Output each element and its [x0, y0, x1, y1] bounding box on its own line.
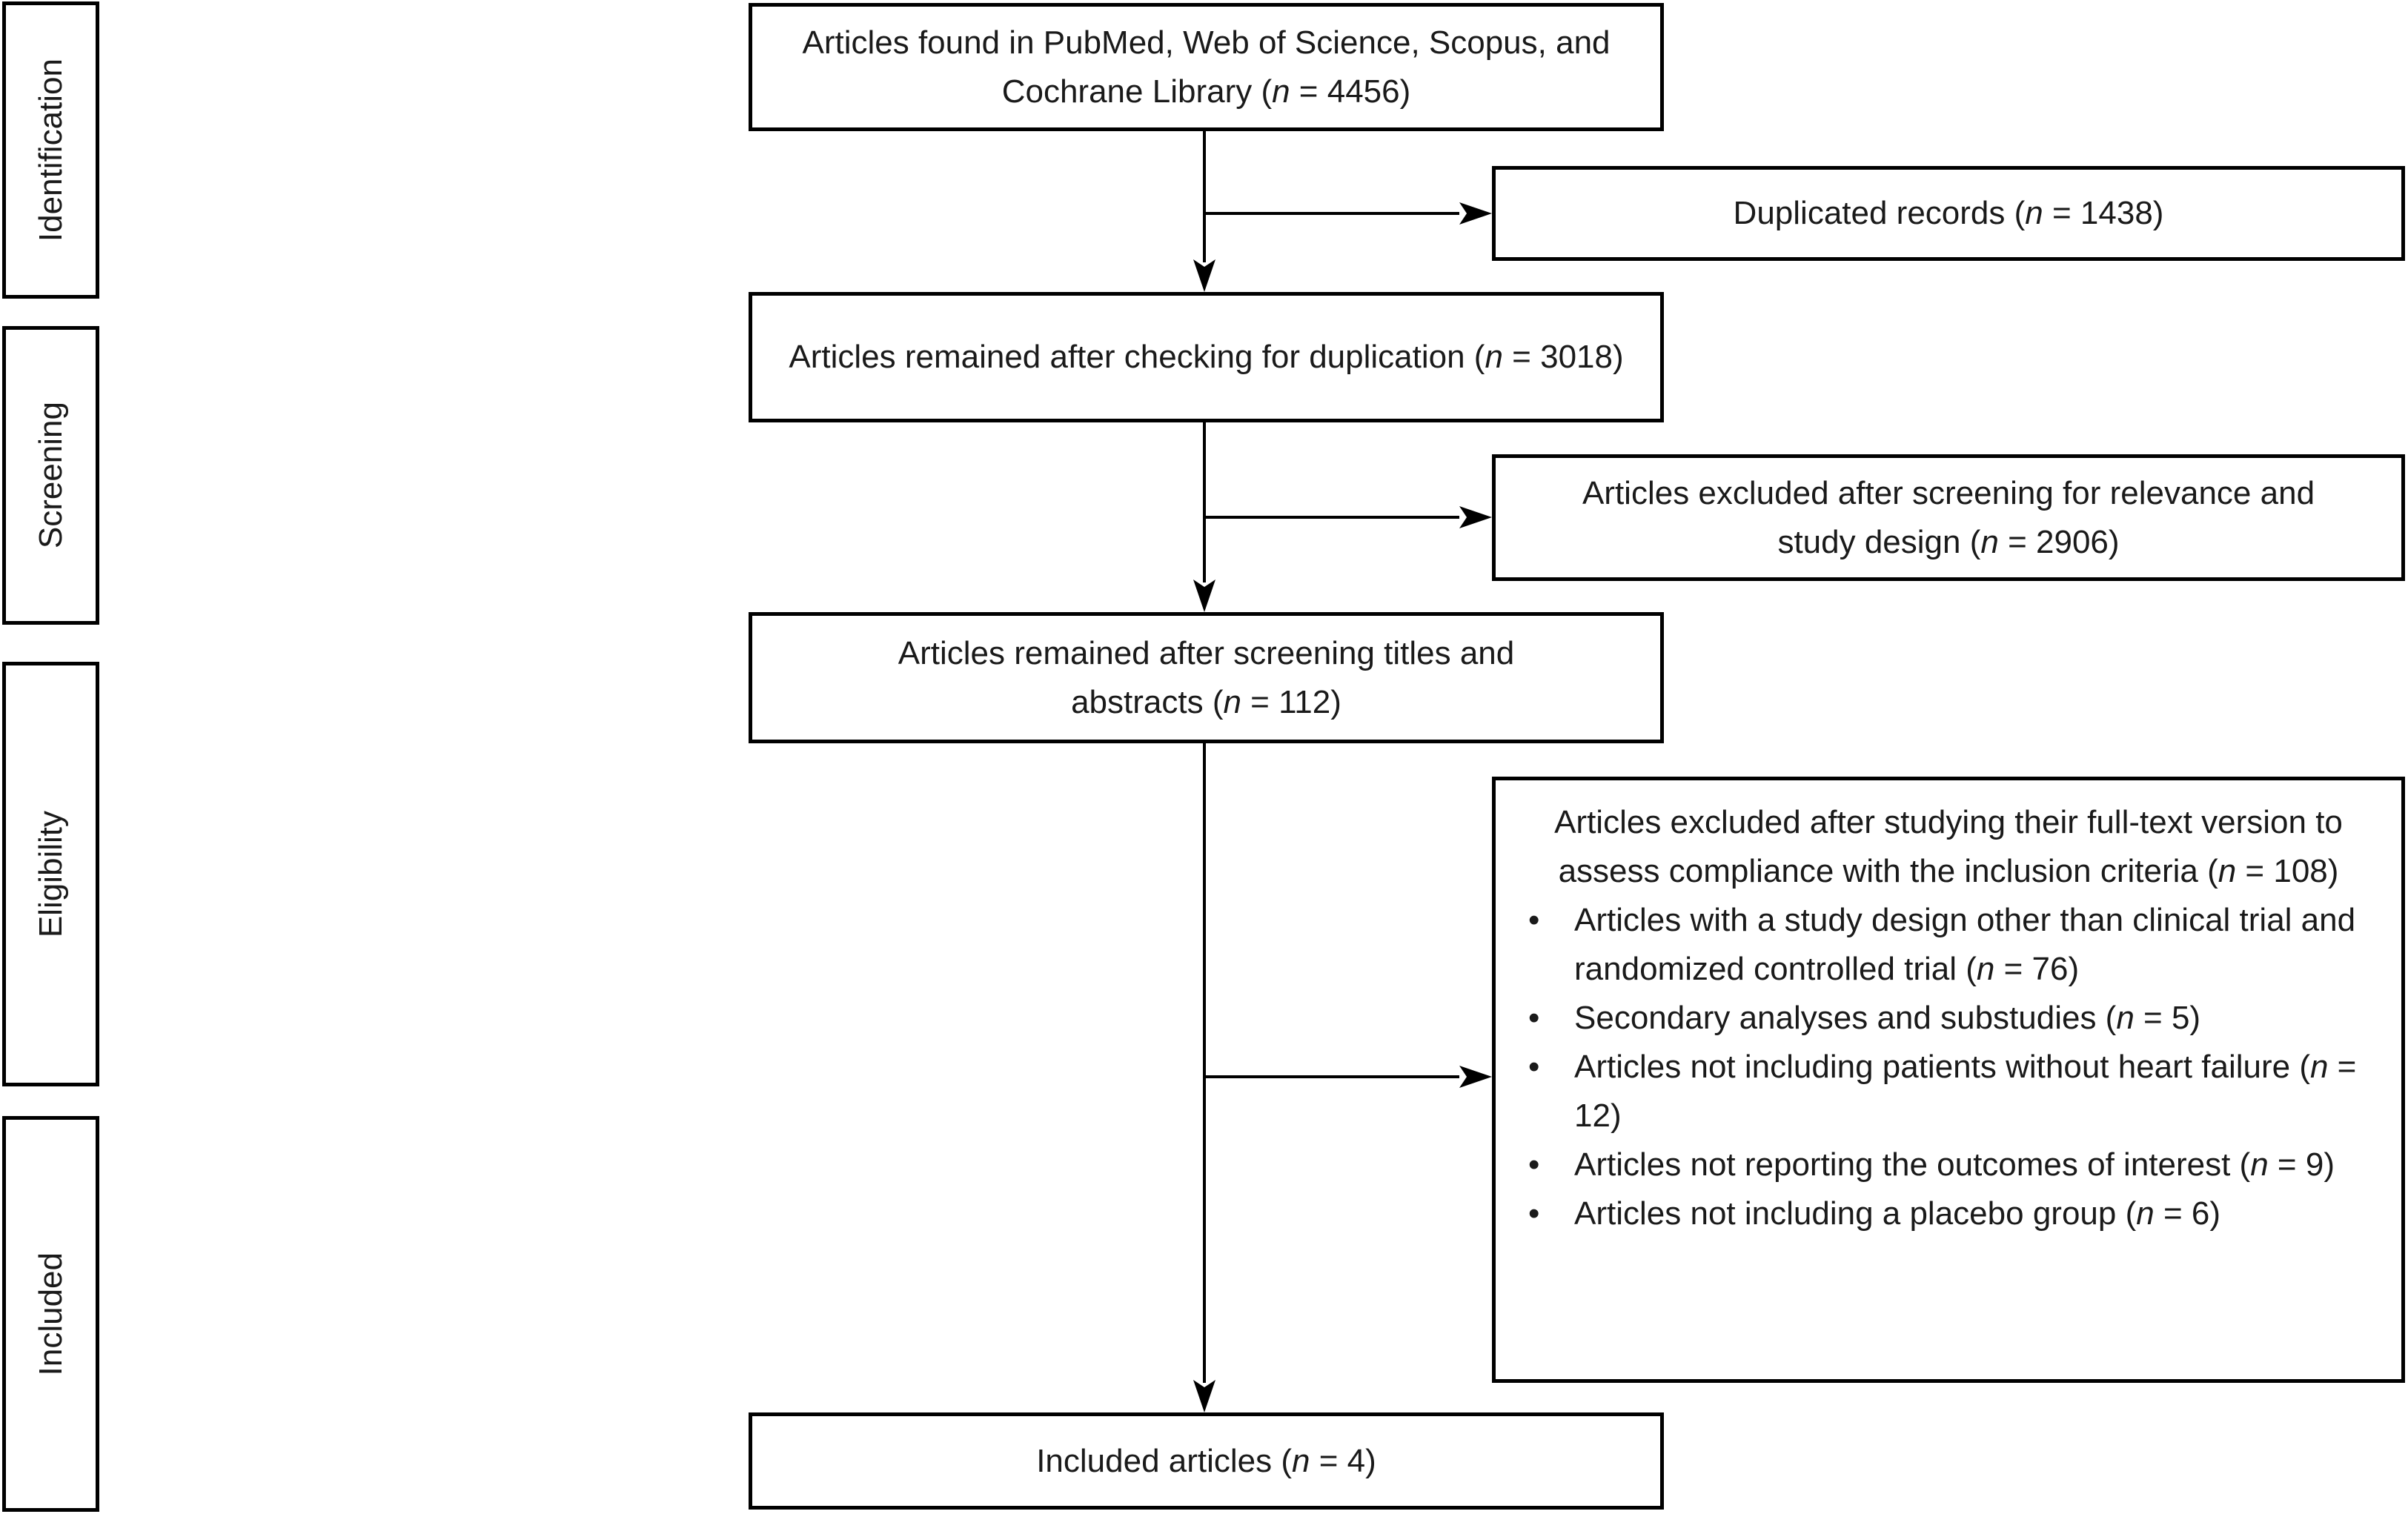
exclusion-box-fulltext-header: Articles excluded after studying their f…	[1554, 804, 2343, 889]
exclusion-box-screening-text: Articles excluded after screening for re…	[1582, 474, 2315, 560]
connector-screening-to-included	[1203, 743, 1206, 1383]
exclusion-box-screening: Articles excluded after screening for re…	[1492, 454, 2405, 581]
flow-box-after-duplication: Articles remained after checking for dup…	[749, 292, 1664, 422]
connector-duplication-to-screening	[1203, 422, 1206, 582]
down-arrowhead-included-icon	[1193, 1380, 1215, 1412]
exclusion-box-fulltext: Articles excluded after studying their f…	[1492, 777, 2405, 1383]
connector-found-to-duplication	[1203, 131, 1206, 262]
bullet-icon: •	[1528, 1049, 1540, 1085]
right-arrowhead-duplicated-icon	[1459, 202, 1492, 225]
right-arrowhead-fulltext-icon	[1459, 1066, 1492, 1088]
exclusion-reason-item: •Articles not including a placebo group …	[1522, 1189, 2375, 1238]
flow-box-after-duplication-text: Articles remained after checking for dup…	[789, 339, 1624, 375]
exclusion-reason-item: •Secondary analyses and substudies (n = …	[1522, 994, 2375, 1043]
bullet-icon: •	[1528, 1146, 1540, 1183]
flow-box-included-articles: Included articles (n = 4)	[749, 1412, 1664, 1510]
down-arrowhead-duplication-icon	[1193, 259, 1215, 292]
flow-box-articles-found: Articles found in PubMed, Web of Science…	[749, 3, 1664, 131]
exclusion-reason-item: •Articles not including patients without…	[1522, 1043, 2375, 1141]
down-arrowhead-screening-icon	[1193, 580, 1215, 612]
bullet-icon: •	[1528, 1195, 1540, 1232]
flow-box-after-screening-text: Articles remained after screening titles…	[898, 634, 1515, 720]
stage-label-eligibility: Eligibility	[32, 810, 69, 938]
fulltext-exclusion-reasons: •Articles with a study design other than…	[1522, 896, 2375, 1238]
exclusion-box-duplicated-records-text: Duplicated records (n = 1438)	[1733, 195, 2164, 231]
bullet-icon: •	[1528, 1000, 1540, 1036]
flow-box-articles-found-text: Articles found in PubMed, Web of Science…	[802, 24, 1611, 110]
stage-label-identification: Identification	[32, 58, 69, 242]
stage-box-screening: Screening	[2, 326, 99, 625]
flow-box-included-articles-text: Included articles (n = 4)	[1036, 1442, 1376, 1479]
exclusion-reason-item: •Articles with a study design other than…	[1522, 896, 2375, 994]
exclusion-reason-item: •Articles not reporting the outcomes of …	[1522, 1141, 2375, 1189]
stage-box-eligibility: Eligibility	[2, 662, 99, 1086]
branch-to-fulltext-exclusion	[1204, 1075, 1459, 1078]
stage-box-included: Included	[2, 1116, 99, 1512]
right-arrowhead-screening-icon	[1459, 506, 1492, 528]
exclusion-box-duplicated-records: Duplicated records (n = 1438)	[1492, 166, 2405, 261]
flow-box-after-screening: Articles remained after screening titles…	[749, 612, 1664, 743]
bullet-icon: •	[1528, 902, 1540, 938]
stage-label-included: Included	[32, 1252, 69, 1376]
stage-label-screening: Screening	[32, 402, 69, 549]
branch-to-duplicated-records	[1204, 212, 1459, 215]
branch-to-screening-exclusion	[1204, 516, 1459, 519]
stage-box-identification: Identification	[2, 1, 99, 299]
